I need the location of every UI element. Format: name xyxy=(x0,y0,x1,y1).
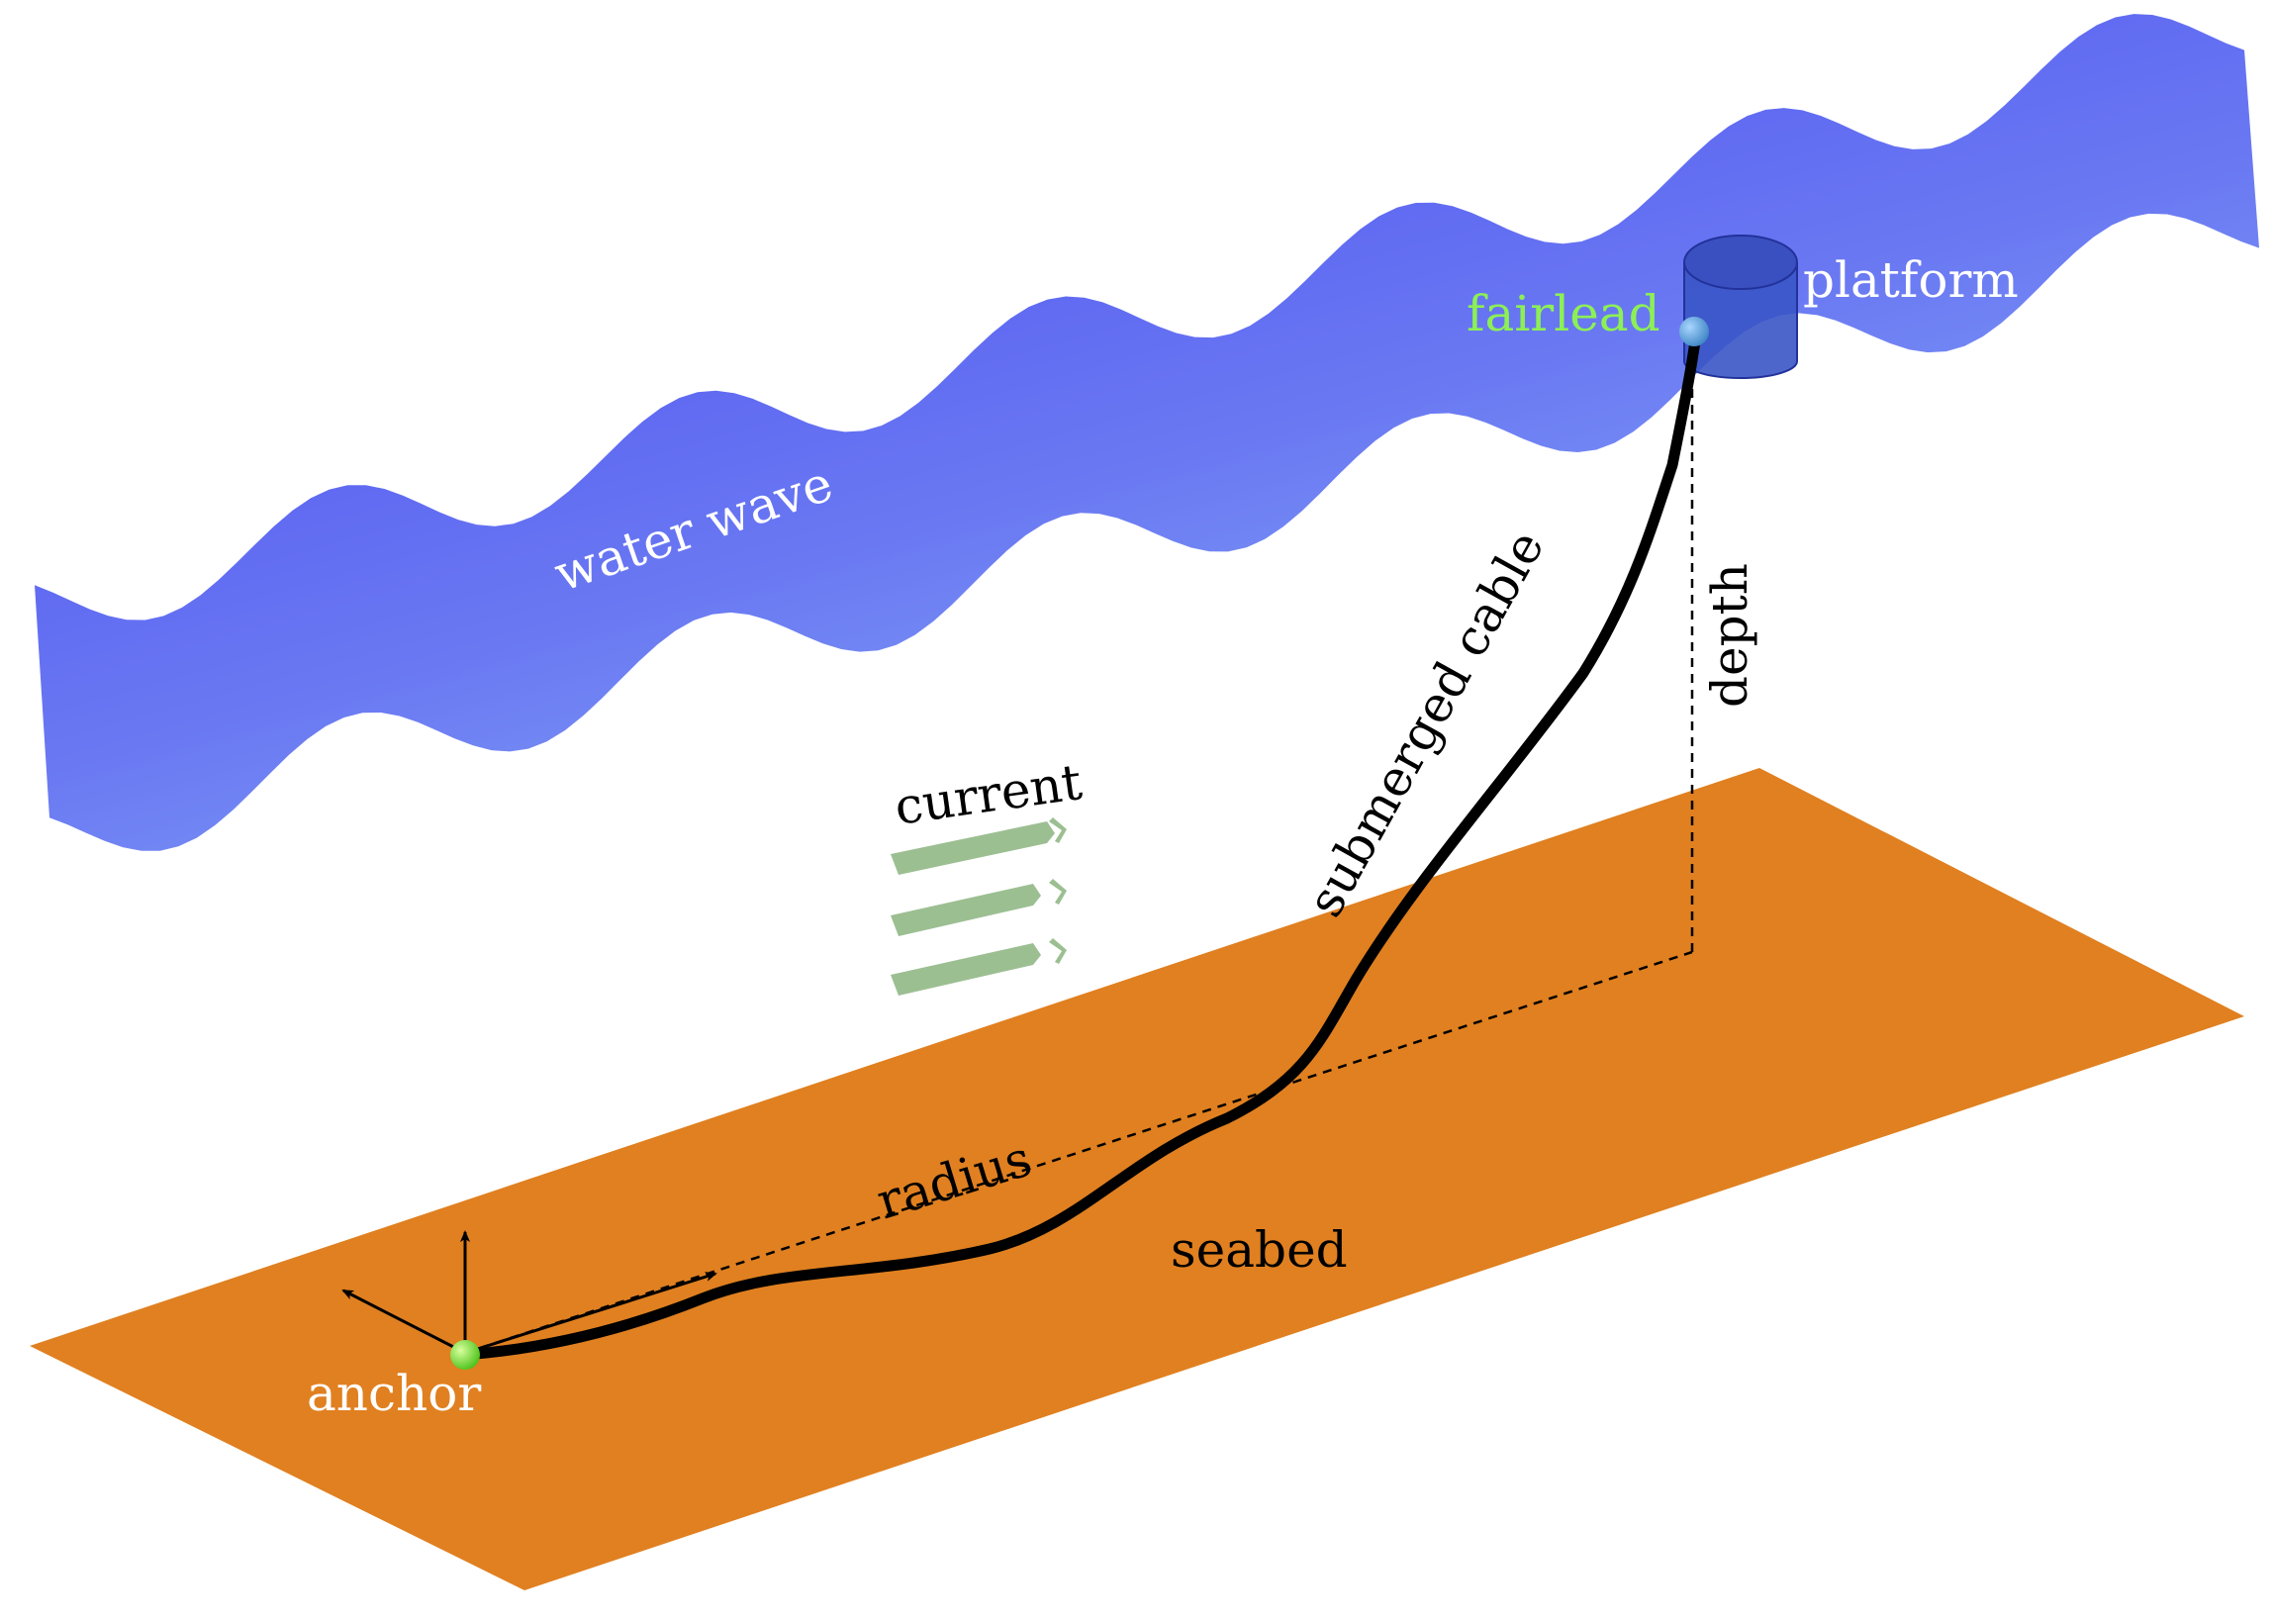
anchor-axes xyxy=(341,1230,717,1355)
current-arrow-3-tip xyxy=(1049,938,1067,964)
seabed-plane xyxy=(30,768,2244,1590)
seabed-label: seabed xyxy=(1171,1221,1348,1279)
anchor-node xyxy=(450,1340,480,1370)
submerged-cable xyxy=(459,321,1703,1361)
water-wave-surface xyxy=(35,14,2259,851)
fairlead-node xyxy=(1679,317,1709,346)
depth-label: depth xyxy=(1701,563,1758,708)
anchor-label: anchor xyxy=(307,1365,481,1422)
platform-cylinder xyxy=(1683,235,1798,379)
current-arrow-2-tip xyxy=(1049,879,1067,905)
current-arrow-1-tip xyxy=(1049,817,1067,843)
platform-label: platform xyxy=(1803,251,2019,309)
current-arrow-1 xyxy=(891,821,1055,875)
current-arrow-3 xyxy=(891,943,1041,996)
current-arrows xyxy=(891,817,1067,996)
fairlead-label: fairlead xyxy=(1467,285,1660,342)
current-arrow-2 xyxy=(891,884,1041,936)
